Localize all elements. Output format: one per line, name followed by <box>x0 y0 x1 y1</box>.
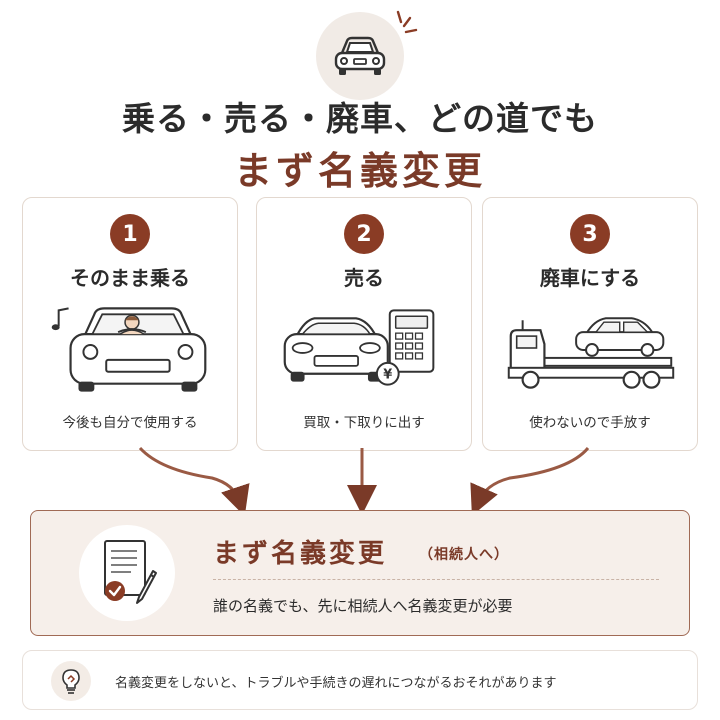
option-card-sell: 2 売る ¥ 買取・下取りに出す <box>256 197 472 451</box>
document-circle <box>79 525 175 621</box>
option-description: 使わないので手放す <box>529 415 651 431</box>
step-badge: 3 <box>570 214 610 254</box>
attention-spark-icon <box>396 10 418 34</box>
option-title: 廃車にする <box>539 266 641 290</box>
lightbulb-icon <box>62 669 80 694</box>
arrow-from-option-1 <box>138 446 250 517</box>
bulb-circle <box>51 661 91 701</box>
driving-car-icon <box>51 307 207 392</box>
main-step-title: まず名義変更 <box>213 539 388 569</box>
note-box: 名義変更をしないと、トラブルや手続きの遅れにつながるおそれがあります <box>22 650 698 710</box>
note-text: 名義変更をしないと、トラブルや手続きの遅れにつながるおそれがあります <box>115 676 557 691</box>
car-calculator-icon: ¥ <box>283 309 435 386</box>
tow-truck-icon <box>507 317 675 389</box>
flow-arrows <box>138 446 590 517</box>
arrow-from-option-3 <box>470 447 590 516</box>
option-card-scrap: 3 廃車にする 使わないので手放す <box>482 197 698 451</box>
step-badge: 1 <box>110 214 150 254</box>
page-title: 乗る・売る・廃車、どの道でも <box>122 99 598 138</box>
svg-text:¥: ¥ <box>383 368 392 383</box>
main-step-subtitle: （相続人へ） <box>419 547 509 563</box>
option-title: そのまま乗る <box>70 266 190 290</box>
dashed-divider <box>213 579 659 580</box>
car-icon <box>334 36 386 75</box>
document-pen-icon <box>104 540 157 604</box>
main-step-description: 誰の名義でも、先に相続人へ名義変更が必要 <box>213 597 513 615</box>
option-card-keep-driving: 1 そのまま乗る 今後も自分で使用する <box>22 197 238 451</box>
main-step-box: まず名義変更 （相続人へ） 誰の名義でも、先に相続人へ名義変更が必要 <box>30 510 690 636</box>
header-car-icon-circle <box>316 12 404 100</box>
step-badge: 2 <box>344 214 384 254</box>
option-description: 買取・下取りに出す <box>303 415 425 431</box>
page-subtitle: まず名義変更 <box>233 149 486 193</box>
option-description: 今後も自分で使用する <box>62 415 198 431</box>
option-title: 売る <box>344 266 384 290</box>
